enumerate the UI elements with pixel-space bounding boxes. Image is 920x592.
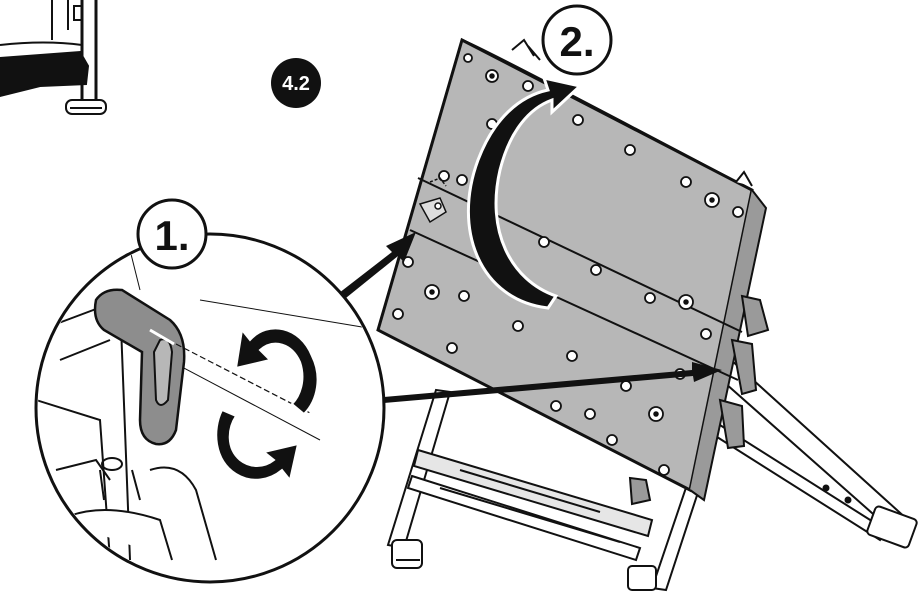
rotation-arrow-upper [234,327,319,416]
lower-crossbar [412,448,654,538]
lever-handle [93,288,313,446]
pointer-arrow-lower [372,362,722,404]
rear-foot [866,505,918,549]
pointer-arrow-upper [330,232,416,306]
step-badge-circle [271,58,321,108]
pointer-arrows [330,232,722,404]
detail-magnifier [34,232,386,584]
work-top-seam-lower [409,229,739,381]
foot-left [391,539,423,569]
step-badge: 4.2 [271,58,321,108]
detail-circle [34,232,386,584]
hinge-lever-small [418,177,447,224]
callout-2-circle [541,4,613,76]
previous-step-fragment [0,0,107,115]
callout-step-1: 1. [136,198,208,270]
rear-support-arm [704,348,918,549]
step-badge-label: 4.2 [282,73,310,95]
callout-1-circle [136,198,208,270]
rotation-arrow-lower [215,408,300,483]
rotate-arrow-shape [466,75,584,310]
unlock-rotation-arrows [215,327,319,483]
workbench-frame [386,388,706,592]
callout-2-label: 2. [559,18,594,65]
lower-crossbar-rim [406,474,642,562]
callout-1-label: 1. [154,212,189,259]
clamp-knobs [718,338,758,450]
callout-step-2: 2. [541,4,613,76]
foot-right [627,565,657,591]
rotate-arrow [466,75,584,310]
